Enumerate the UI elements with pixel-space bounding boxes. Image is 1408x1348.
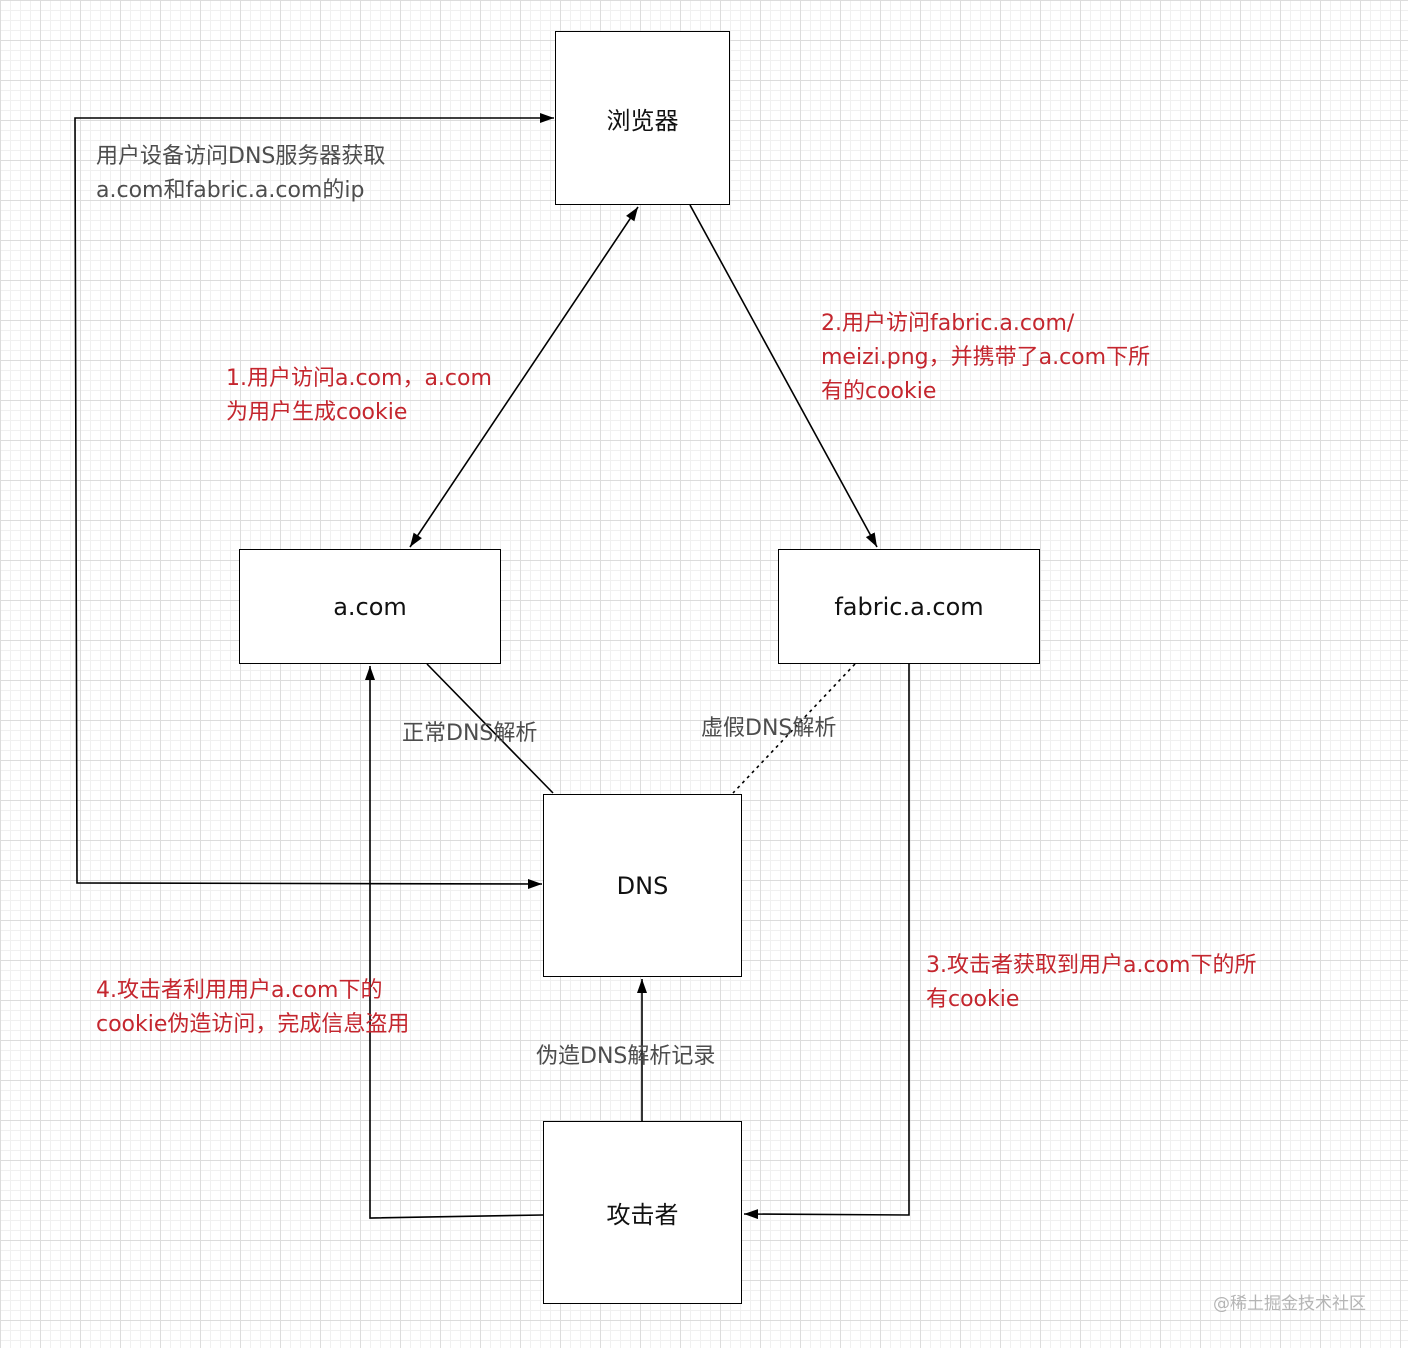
label-line: 4.攻击者利用用户a.com下的 (96, 978, 383, 1003)
label-line: 伪造DNS解析记录 (536, 1044, 716, 1069)
label-fake-dns: 虚假DNS解析 (701, 712, 836, 746)
edge-browser-acom (409, 206, 639, 548)
a-com-node: a.com (239, 549, 501, 664)
edge-acom-dns-normal (426, 663, 554, 794)
label-line: 为用户生成cookie (226, 400, 408, 425)
label-line: 有cookie (926, 987, 1020, 1012)
edge-browser-fabric (689, 204, 878, 548)
label-line: 正常DNS解析 (402, 721, 538, 746)
label-line: 3.攻击者获取到用户a.com下的所 (926, 953, 1257, 978)
browser-node: 浏览器 (555, 31, 730, 205)
attacker-node-label: 攻击者 (606, 1201, 679, 1229)
label-line: 有的cookie (821, 379, 937, 404)
label-line: cookie伪造访问，完成信息盗用 (96, 1012, 410, 1037)
edge-fabric-attacker (743, 664, 910, 1220)
edge-device-browser-dns (74, 113, 554, 889)
fabric-node-label: fabric.a.com (834, 592, 984, 621)
label-line: 2.用户访问fabric.a.com/ (821, 311, 1075, 336)
label-line: 虚假DNS解析 (701, 716, 837, 741)
label-step-1: 1.用户访问a.com，a.com 为用户生成cookie (226, 362, 492, 430)
label-line: meizi.png，并携带了a.com下所 (821, 345, 1151, 370)
label-line: 用户设备访问DNS服务器获取 (96, 144, 386, 169)
dns-node: DNS (543, 794, 742, 977)
label-normal-dns: 正常DNS解析 (402, 717, 537, 751)
edge-fabric-dns-fake (732, 663, 856, 794)
label-line: a.com和fabric.a.com的ip (96, 178, 365, 203)
label-step-4: 4.攻击者利用用户a.com下的 cookie伪造访问，完成信息盗用 (96, 974, 409, 1042)
edge-attacker-acom (365, 666, 544, 1219)
watermark: @稀土掘金技术社区 (1213, 1294, 1366, 1314)
a-com-node-label: a.com (333, 592, 407, 621)
label-line: 1.用户访问a.com，a.com (226, 366, 492, 391)
label-device-dns-query: 用户设备访问DNS服务器获取 a.com和fabric.a.com的ip (96, 140, 385, 208)
label-forge-dns-record: 伪造DNS解析记录 (536, 1040, 715, 1074)
label-step-2: 2.用户访问fabric.a.com/ meizi.png，并携带了a.com下… (821, 307, 1150, 409)
dns-node-label: DNS (616, 871, 669, 900)
label-step-3: 3.攻击者获取到用户a.com下的所 有cookie (926, 949, 1256, 1017)
attacker-node: 攻击者 (543, 1121, 742, 1304)
fabric-node: fabric.a.com (778, 549, 1040, 664)
browser-node-label: 浏览器 (606, 106, 679, 135)
